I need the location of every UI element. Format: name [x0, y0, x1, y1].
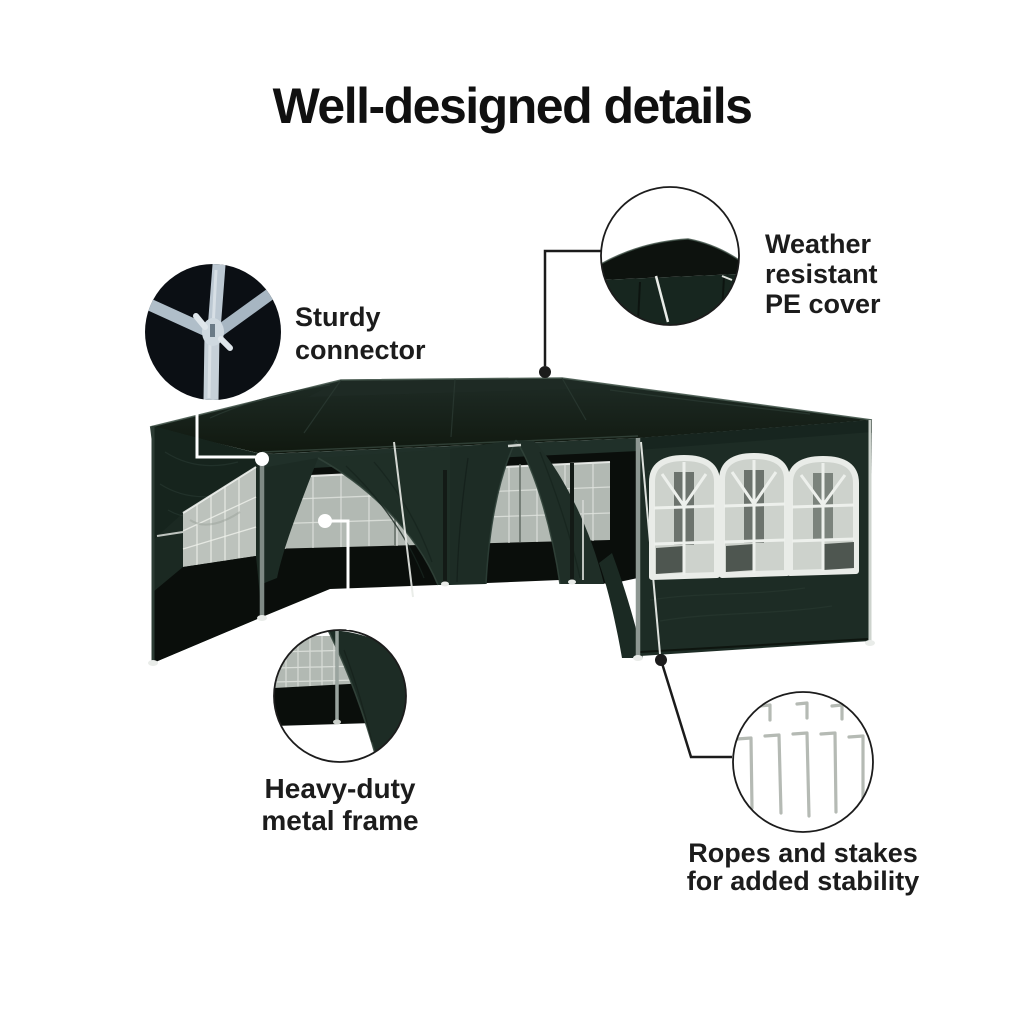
curtain-left-corner — [262, 458, 318, 584]
callout-label-pe-cover: Weather resistant PE cover — [765, 229, 881, 319]
leader-dot-ropes — [655, 654, 667, 666]
curtain-corner-tail — [599, 553, 643, 658]
pe-cover-zoom-circle — [600, 186, 740, 326]
leader-dot-sturdy — [255, 452, 269, 466]
sturdy-connector-zoom-circle — [145, 264, 281, 400]
ground-foot — [568, 579, 576, 585]
callout-label-line: Heavy-duty — [264, 773, 416, 804]
right-wall — [633, 420, 875, 661]
front-frame — [257, 441, 584, 621]
gazebo-tent — [148, 377, 875, 666]
callout-label-line: connector — [295, 335, 426, 365]
callout-label-ropes-stakes: Ropes and stakes for added stability — [650, 839, 956, 895]
leader-dot-frame — [318, 514, 332, 528]
callout-label-metal-frame: Heavy-duty metal frame — [225, 773, 455, 837]
curtain-bay1 — [318, 449, 450, 585]
ground-foot — [257, 615, 267, 621]
arched-window — [719, 453, 790, 578]
callout-label-line: Sturdy — [295, 302, 381, 332]
ground-foot — [633, 655, 643, 661]
callout-label-line: Ropes and stakes — [688, 838, 918, 868]
guy-rope — [640, 441, 661, 655]
stakes-zoom-circle — [732, 691, 874, 833]
curtain-tie — [507, 443, 522, 448]
ground-foot — [148, 660, 158, 666]
leader-lines — [195, 249, 732, 759]
callout-label-sturdy-connector: Sturdy connector — [295, 301, 426, 367]
leader-line-ropes — [659, 659, 732, 759]
rope-detail — [654, 275, 670, 323]
left-wall-lower-band — [153, 556, 262, 663]
left-wall — [148, 426, 262, 666]
left-mesh-window — [182, 466, 257, 567]
metal-frame-zoom-circle — [273, 629, 407, 763]
callout-label-line: Weather — [765, 229, 872, 259]
curtain-bay2-left — [450, 440, 516, 585]
callout-label-line: metal frame — [261, 805, 419, 836]
arched-window — [649, 455, 720, 580]
page-title: Well-designed details — [272, 78, 753, 134]
guy-rope — [393, 441, 414, 598]
callout-label-line: PE cover — [765, 289, 881, 319]
wall-strap — [156, 531, 184, 537]
ground-foot — [441, 581, 449, 587]
metal-stakes — [735, 701, 865, 818]
arched-window — [787, 456, 859, 576]
callout-label-line: resistant — [765, 259, 878, 289]
callout-label-line: for added stability — [686, 866, 920, 896]
ground-foot — [865, 640, 875, 646]
leader-line-sturdy — [195, 404, 256, 459]
leader-line-frame — [325, 519, 350, 630]
leader-dot-weather — [539, 366, 551, 378]
leader-line-weather — [543, 249, 601, 366]
